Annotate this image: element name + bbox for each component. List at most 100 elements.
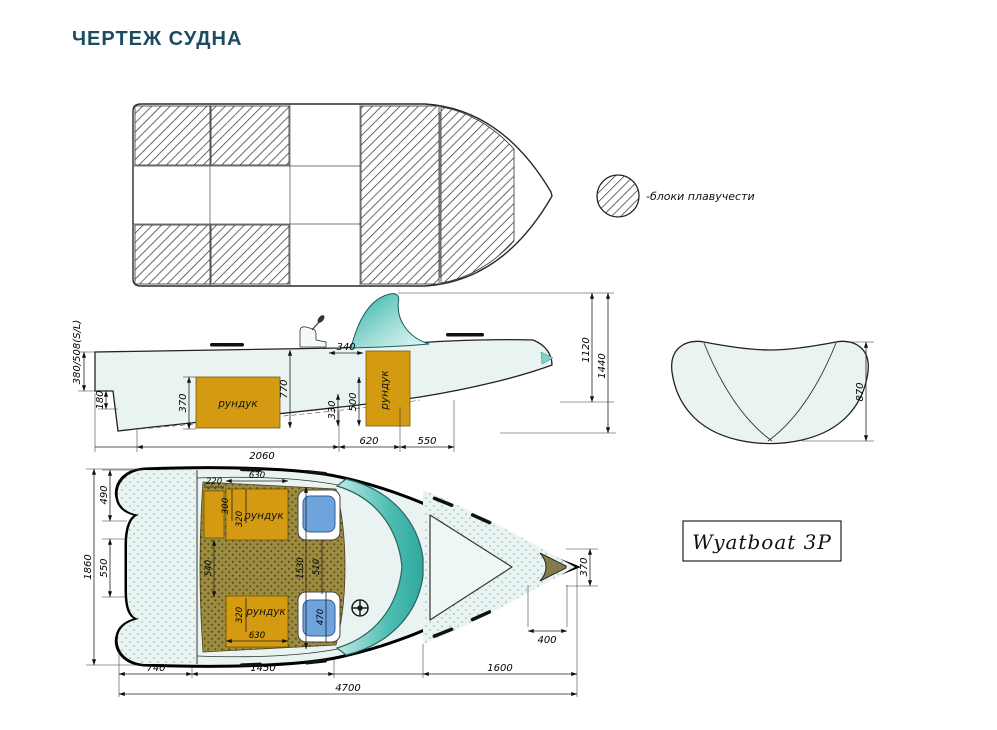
svg-text:370: 370 (579, 557, 590, 576)
bow-fitting (539, 552, 567, 582)
svg-text:630: 630 (249, 631, 265, 641)
dim-490: 490 (99, 469, 140, 522)
bow-hatch-triangle (429, 514, 513, 621)
svg-text:490: 490 (99, 485, 110, 504)
dim-340: 340 (328, 342, 364, 356)
gunwale-inner-top (196, 476, 339, 486)
windshield-side (350, 293, 430, 349)
grab-rail-bow (446, 333, 484, 337)
section-outline (671, 340, 869, 445)
section-inner-line-right (767, 342, 837, 442)
dim-cockpit-770: 770 (279, 349, 293, 429)
svg-text:380/508(S/L): 380/508(S/L) (72, 320, 83, 385)
dim-1530: 1530 (296, 486, 309, 650)
dim-side-length-chain: 2060 620 550 (94, 393, 455, 462)
locker-fwd (195, 376, 281, 429)
gunwale-inner-bottom (196, 648, 339, 658)
page-title: ЧЕРТЕЖ СУДНА (72, 28, 243, 50)
dim-510: 510 (312, 540, 323, 594)
dim-370-right: 370 (566, 548, 598, 587)
steering-wheel-side-icon (317, 315, 325, 323)
section-view: 870 (671, 340, 874, 445)
svg-text:340: 340 (336, 342, 355, 353)
deck-cleats (239, 467, 492, 667)
svg-text:620: 620 (359, 436, 378, 447)
svg-text:1450: 1450 (250, 663, 275, 674)
svg-text:330: 330 (327, 400, 338, 419)
locker-bottom-label: рундук (245, 606, 286, 618)
svg-text:300: 300 (221, 498, 231, 514)
locker-small-plan (203, 490, 225, 539)
side-hull-outline (94, 338, 553, 432)
locker-top-label: рундук (243, 510, 284, 522)
svg-text:1860: 1860 (83, 554, 94, 579)
dim-540: 540 (204, 539, 217, 598)
dim-870: 870 (802, 341, 874, 442)
buoyancy-block-icon (596, 174, 640, 218)
grab-rail-aft (210, 343, 244, 347)
svg-text:470: 470 (316, 609, 326, 625)
svg-text:540: 540 (204, 560, 214, 576)
dim-1440: 1440 (500, 292, 616, 434)
side-view: рундук рундук 380/508(S/L) 180 370 (72, 292, 616, 462)
stern-deck-dots (117, 470, 197, 664)
dim-630-top: 630 (225, 471, 289, 484)
locker-aft (365, 350, 411, 427)
dim-4700: 4700 (118, 683, 578, 697)
seat-top (297, 489, 341, 541)
locker-fwd-label: рундук (217, 398, 258, 410)
steering-wheel-icon (351, 599, 369, 617)
locker-bottom-plan (225, 595, 289, 648)
svg-text:220: 220 (206, 477, 222, 487)
svg-text:2060: 2060 (249, 451, 274, 462)
dim-500: 500 (348, 376, 362, 427)
svg-text:630: 630 (249, 471, 265, 481)
svg-text:370: 370 (178, 393, 189, 412)
svg-text:320: 320 (235, 511, 245, 527)
dim-plan-length-chain: 740 1450 1600 (118, 569, 578, 697)
locker-top-plan (225, 488, 289, 541)
dim-630-bottom: 630 (225, 631, 289, 644)
svg-text:1120: 1120 (581, 337, 592, 362)
seat-bottom (297, 591, 341, 643)
svg-text:1440: 1440 (597, 353, 608, 378)
driver-seat-side (299, 326, 327, 348)
dim-300: 300 (221, 489, 233, 521)
svg-text:180: 180 (95, 390, 106, 409)
dim-320-top: 320 (235, 489, 247, 527)
model-name: Wyatboat 3P (692, 530, 832, 554)
dim-330: 330 (327, 393, 341, 427)
svg-text:4700: 4700 (335, 683, 360, 694)
dim-550: 550 (99, 538, 127, 598)
svg-text:1530: 1530 (296, 557, 306, 579)
dim-470: 470 (316, 592, 327, 642)
dim-320-bottom: 320 (235, 598, 247, 632)
dim-1860: 1860 (83, 468, 144, 666)
bow-nav-light (540, 351, 554, 365)
buoyancy-blocks (134, 105, 515, 285)
svg-text:740: 740 (146, 663, 165, 674)
svg-text:1600: 1600 (487, 663, 512, 674)
locker-aft-label: рундук (379, 370, 391, 411)
svg-text:400: 400 (537, 635, 556, 646)
svg-text:870: 870 (855, 382, 866, 401)
top-view-buoyancy (132, 103, 553, 287)
plan-view: рундук рундук 490 1860 550 (83, 466, 598, 697)
dim-step-180: 180 (95, 390, 118, 410)
section-inner-line-left (703, 342, 773, 442)
svg-text:500: 500 (348, 392, 359, 411)
model-plate: Wyatboat 3P (682, 520, 842, 562)
dim-locker-370: 370 (178, 376, 196, 430)
svg-text:550: 550 (417, 436, 436, 447)
svg-text:550: 550 (99, 558, 110, 577)
dim-400: 400 (527, 585, 568, 646)
windshield-plan (335, 478, 424, 656)
svg-text:770: 770 (279, 379, 290, 398)
legend: -блоки плавучести (596, 174, 755, 218)
svg-text:510: 510 (312, 559, 322, 575)
dim-1120: 1120 (398, 292, 614, 403)
dim-transom-height: 380/508(S/L) (72, 320, 95, 392)
svg-text:320: 320 (235, 607, 245, 623)
